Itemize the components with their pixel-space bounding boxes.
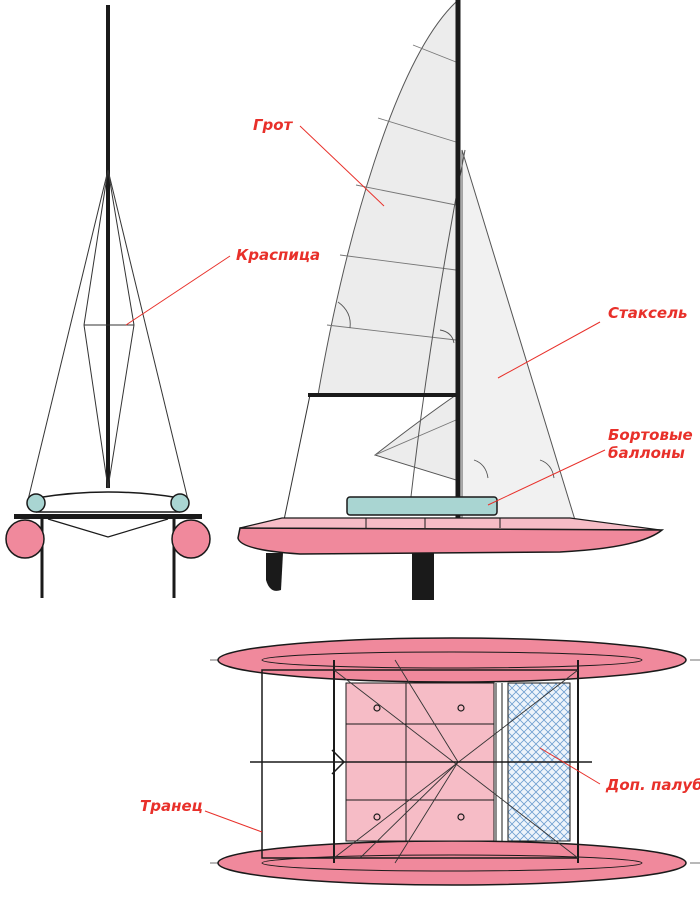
front-side-float-right [170,493,190,513]
label-transom: Транец [140,797,203,815]
side-view [237,0,665,600]
side-float [346,496,498,516]
label-side-floats-line2: баллоны [608,444,685,462]
front-hull-left [5,519,45,559]
label-side-floats-line1: Бортовые [608,426,693,444]
top-hull-upper [217,637,687,683]
front-shrouds [27,169,189,501]
label-mainsail: Грот [253,116,294,134]
label-extra-deck: Доп. палуба [605,776,700,794]
top-hull-lower [217,840,687,886]
top-view [210,637,700,886]
label-spreader: Краспица [236,246,320,264]
rudder [266,553,283,591]
centreboard [412,553,434,600]
side-hull [237,527,665,555]
mainsail [317,0,457,396]
front-crossbeam [14,514,202,519]
mainsail-battens [326,44,457,456]
jib [461,149,576,521]
callouts: Грот Краспица Стаксель Бортовые баллоны … [125,116,700,833]
front-side-float-left [26,493,46,513]
front-hull-right [171,519,211,559]
label-jib: Стаксель [608,304,688,322]
front-view [5,5,211,598]
